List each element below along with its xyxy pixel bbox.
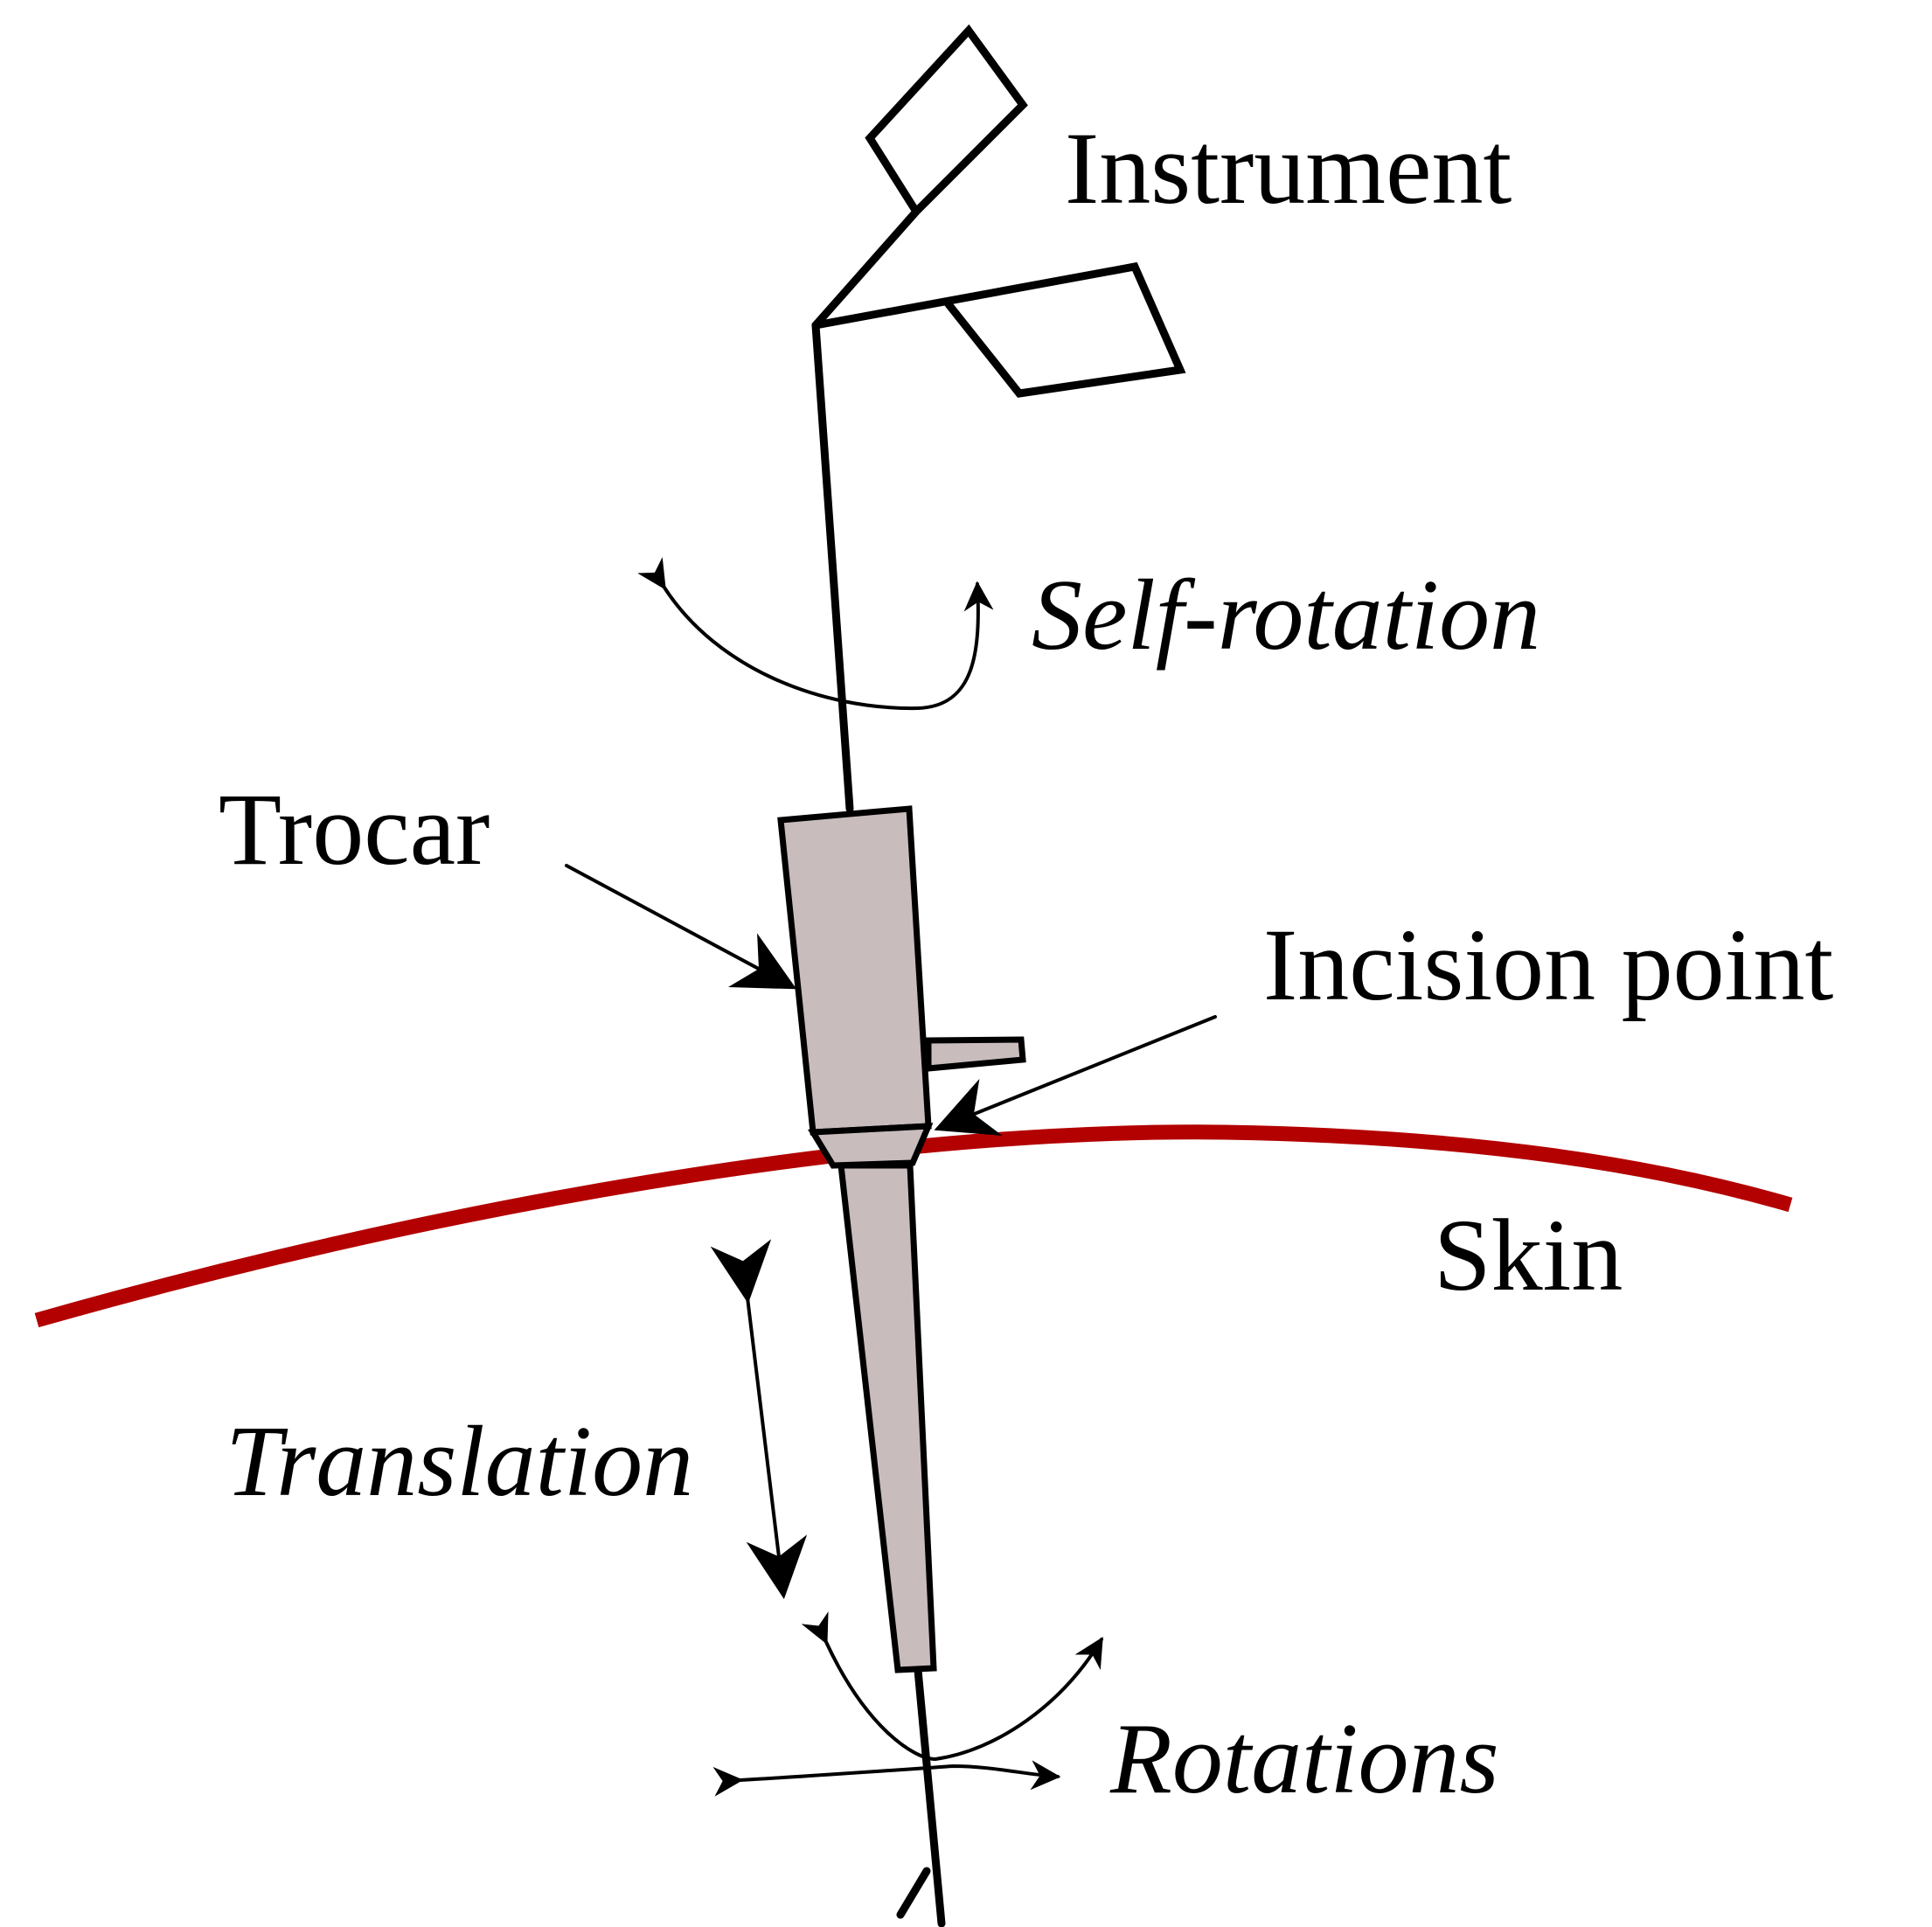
instrument-shaft-upper: [811, 321, 854, 813]
self-rotation-arrow: [637, 557, 994, 711]
translation-arrow: [710, 1239, 808, 1599]
trocar-label: Trocar: [219, 772, 490, 887]
instrument-jaw-lower: [811, 261, 1186, 398]
translation-label: Translation: [226, 1406, 693, 1518]
trocar: [777, 805, 1026, 1673]
trocar-leader-arrow: [565, 864, 797, 990]
skin-label: Skin: [1434, 1198, 1623, 1312]
instrument-jaw-upper: [811, 24, 1028, 330]
rotations-label: Rotations: [1109, 1703, 1499, 1815]
instrument-tip: [896, 1867, 931, 1919]
incision-point-label: Incision point: [1263, 908, 1833, 1022]
instrument-shaft-lower: [914, 1666, 946, 1927]
self-rotation-label: Self-rotation: [1032, 560, 1540, 671]
trocar-collar: [807, 1123, 934, 1169]
instrument-gripper: [811, 24, 1186, 398]
rotation-arrow-upper: [801, 1611, 1103, 1762]
instrument-label: Instrument: [1065, 111, 1512, 226]
trocar-side-port: [925, 1036, 1026, 1072]
skin-curve: [34, 1124, 1793, 1328]
rotation-arrow-lower: [712, 1760, 1061, 1797]
trocar-upper-body: [777, 805, 932, 1136]
trocar-cannula: [837, 1162, 937, 1673]
incision-point-leader-arrow: [934, 1015, 1217, 1136]
